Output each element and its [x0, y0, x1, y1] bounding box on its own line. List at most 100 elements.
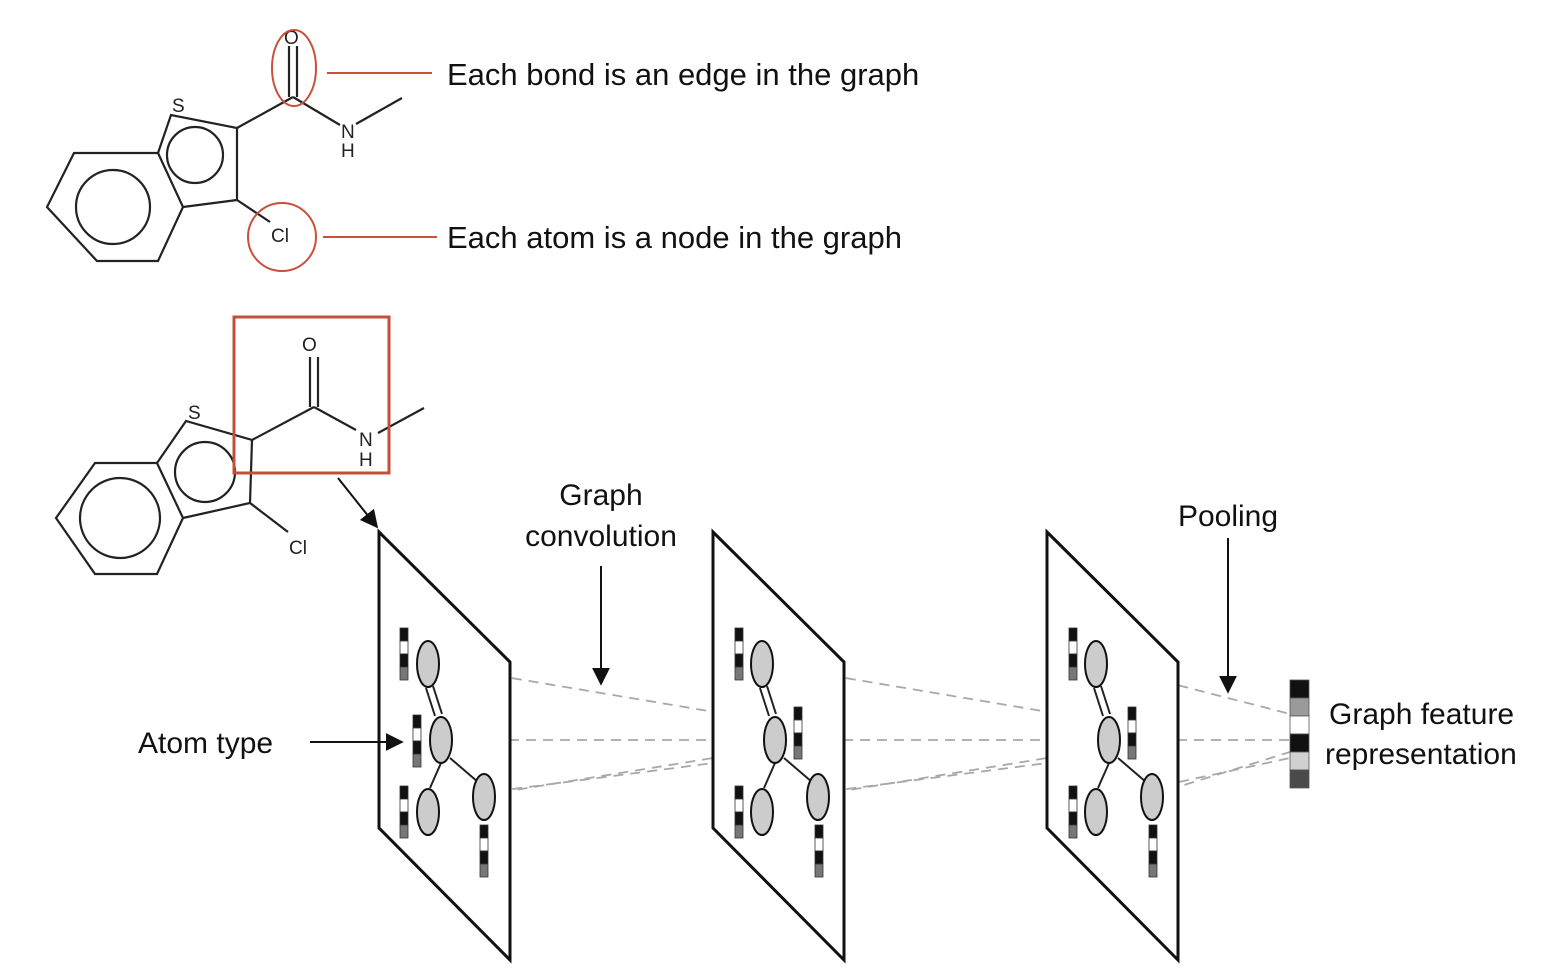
edge-single [763, 762, 776, 789]
feature-strip-cell [734, 640, 744, 655]
node-feature-strip [1068, 627, 1078, 681]
feature-vector-cell [1289, 679, 1310, 699]
graph-node [750, 788, 774, 836]
bottom-atom-h: H [359, 450, 373, 471]
feature-strip-cell [399, 785, 409, 800]
bottom-thiophene-ring [156, 419, 254, 520]
graph-plane-3 [1045, 528, 1180, 964]
feature-strip-cell [734, 798, 744, 813]
graph-node [1084, 788, 1108, 836]
feature-strip-cell [793, 706, 803, 721]
pooling-label: Pooling [1178, 500, 1278, 533]
feature-strip-cell [734, 653, 744, 668]
bottom-bond-c-carbonyl [251, 406, 315, 441]
graph-node [472, 773, 496, 821]
node-feature-strip [412, 714, 422, 768]
top-thiophene-inner-circle [165, 125, 225, 185]
feature-strip-cell [734, 824, 744, 839]
top-atom-n: N [341, 122, 355, 143]
edge-double-1 [1093, 687, 1104, 717]
bond-highlight-ellipse [271, 29, 317, 107]
edge-double-2 [432, 685, 443, 715]
edge-double-1 [425, 687, 436, 717]
feature-strip-cell [814, 850, 824, 865]
bond-annotation: Each bond is an edge in the graph [447, 57, 919, 92]
feature-strip-cell [412, 753, 422, 768]
feature-strip-cell [1068, 785, 1078, 800]
graph-feature-vector [1289, 679, 1310, 789]
bottom-bond-n-methyl [377, 407, 425, 434]
graph-node [806, 773, 830, 821]
feature-strip-cell [734, 627, 744, 642]
feature-strip-cell [1068, 798, 1078, 813]
feature-strip-cell [479, 837, 489, 852]
atom-annotation: Each atom is a node in the graph [447, 220, 902, 255]
feature-strip-cell [412, 727, 422, 742]
edge-single [1097, 762, 1110, 789]
feature-strip-cell [1068, 627, 1078, 642]
feature-vector-cell [1289, 751, 1310, 771]
feature-strip-cell [734, 666, 744, 681]
graph-feature-label-line1: Graph feature [1329, 698, 1514, 731]
substructure-arrow [337, 477, 379, 529]
edge-single [429, 762, 442, 789]
feature-strip-cell [399, 627, 409, 642]
top-benzene-inner-circle [74, 168, 152, 246]
graph-node [1084, 640, 1108, 688]
node-feature-strip [399, 627, 409, 681]
feature-strip-cell [1127, 719, 1137, 734]
edge-double-2 [1100, 685, 1111, 715]
feature-strip-cell [479, 863, 489, 878]
graph-node [1140, 773, 1164, 821]
feature-vector-cell [1289, 697, 1310, 717]
feature-strip-cell [399, 811, 409, 826]
node-feature-strip [1068, 785, 1078, 839]
feature-strip-cell [399, 653, 409, 668]
bottom-bond-c-n [313, 406, 357, 431]
node-feature-strip [734, 627, 744, 681]
feature-strip-cell [814, 863, 824, 878]
bottom-thiophene-inner-circle [173, 440, 237, 504]
feature-strip-cell [1068, 811, 1078, 826]
atom-type-label: Atom type [138, 727, 273, 760]
feature-strip-cell [399, 666, 409, 681]
feature-strip-cell [1148, 837, 1158, 852]
feature-strip-cell [399, 798, 409, 813]
edge-single [449, 757, 479, 783]
graph-node [1097, 716, 1121, 764]
node-feature-strip [1127, 706, 1137, 760]
feature-strip-cell [412, 740, 422, 755]
atom-highlight-circle [247, 202, 317, 272]
feature-strip-cell [1148, 850, 1158, 865]
feature-strip-cell [734, 811, 744, 826]
feature-vector-cell [1289, 733, 1310, 753]
bottom-atom-o: O [302, 335, 317, 356]
graph-planes [377, 528, 1180, 964]
edge-double-1 [759, 687, 770, 717]
feature-strip-cell [399, 824, 409, 839]
graph-convolution-label-line2: convolution [525, 520, 677, 553]
node-feature-strip [793, 706, 803, 760]
feature-strip-cell [793, 745, 803, 760]
feature-strip-cell [734, 785, 744, 800]
top-bond-n-methyl [355, 97, 403, 125]
bottom-bond-c-cl [249, 502, 289, 533]
top-atom-cl: Cl [271, 226, 289, 247]
feature-strip-cell [1148, 863, 1158, 878]
graph-node [750, 640, 774, 688]
node-feature-strip [1148, 824, 1158, 878]
graph-node [429, 716, 453, 764]
feature-strip-cell [399, 640, 409, 655]
feature-strip-cell [1068, 666, 1078, 681]
feature-strip-cell [793, 719, 803, 734]
node-feature-strip [399, 785, 409, 839]
top-atom-o: O [284, 28, 299, 49]
feature-strip-cell [479, 824, 489, 839]
edge-single [783, 757, 813, 783]
feature-strip-cell [814, 824, 824, 839]
feature-strip-cell [1068, 653, 1078, 668]
top-atom-s: S [172, 96, 185, 117]
feature-strip-cell [814, 837, 824, 852]
